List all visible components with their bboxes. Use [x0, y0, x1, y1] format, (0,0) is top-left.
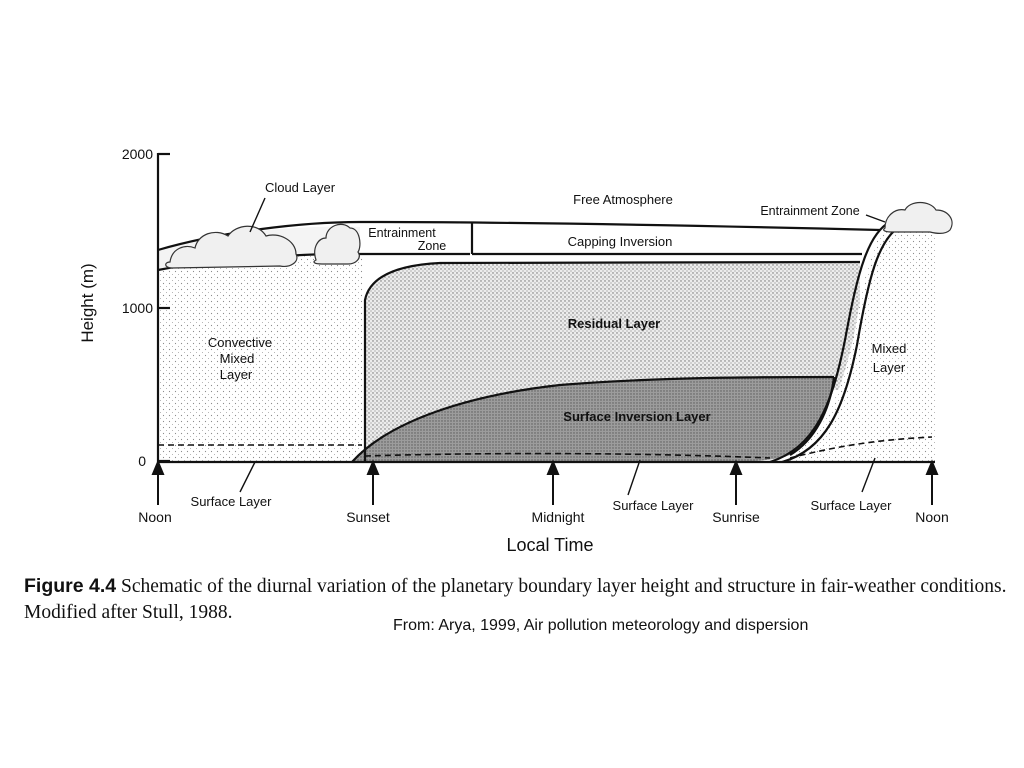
x-tick-label-noon-left: Noon	[138, 509, 171, 525]
label-mixed-1: Mixed	[872, 341, 907, 356]
arrow-sunrise	[729, 459, 743, 505]
x-tick-label-noon-right: Noon	[915, 509, 948, 525]
surface-inversion-top-line	[351, 375, 835, 463]
y-tick-label-2000: 2000	[122, 146, 153, 162]
residual-layer-region	[365, 262, 860, 462]
x-tick-label-midnight: Midnight	[532, 509, 585, 525]
y-axis-label: Height (m)	[78, 263, 97, 342]
cloud-2	[313, 223, 361, 265]
leader-surface-layer-right	[861, 457, 876, 493]
leader-cloud-layer	[249, 197, 266, 233]
figure-caption: Figure 4.4 Schematic of the diurnal vari…	[24, 573, 1009, 626]
y-tick-label-1000: 1000	[122, 300, 153, 316]
label-surface-layer-middle: Surface Layer	[613, 498, 695, 513]
arrow-noon-right	[925, 459, 939, 505]
convective-mixed-layer-region	[158, 254, 363, 462]
cloud-layer-clouds	[165, 201, 953, 269]
label-surface-layer-right: Surface Layer	[811, 498, 893, 513]
arrow-noon-left	[151, 459, 165, 505]
cloud-3	[883, 201, 953, 234]
x-tick-label-sunrise: Sunrise	[712, 509, 760, 525]
mixed-layer-rise-line-1	[769, 219, 894, 464]
surface-layer-dashed	[158, 436, 933, 459]
label-mixed-2: Layer	[873, 360, 906, 375]
x-axis-label: Local Time	[506, 535, 593, 555]
label-capping-inversion: Capping Inversion	[568, 234, 673, 249]
figure-source: From: Arya, 1999, Air pollution meteorol…	[393, 617, 809, 634]
label-convective-3: Layer	[220, 367, 253, 382]
label-free-atmosphere: Free Atmosphere	[573, 192, 673, 207]
leader-surface-layer-left	[239, 461, 256, 493]
x-tick-label-sunset: Sunset	[346, 509, 390, 525]
label-cloud-layer: Cloud Layer	[265, 180, 336, 195]
label-surface-layer-left: Surface Layer	[191, 494, 273, 509]
surface-inversion-layer-region	[352, 377, 834, 462]
surface-inversion-right-edge	[789, 376, 836, 456]
label-entrainment-zone-left-1: Entrainment	[368, 226, 436, 240]
figure-caption-text: Schematic of the diurnal variation of th…	[24, 576, 1007, 623]
leader-surface-layer-middle	[627, 459, 641, 496]
time-arrows	[151, 459, 939, 505]
label-leaders	[239, 197, 886, 496]
axes	[156, 152, 935, 464]
cloud-1	[165, 225, 298, 269]
y-tick-label-0: 0	[138, 453, 146, 469]
mixed-layer-rise-line-2	[781, 224, 903, 464]
label-entrainment-zone-right: Entrainment Zone	[760, 204, 859, 218]
leader-entrainment-right	[865, 214, 886, 223]
arrow-sunset	[366, 459, 380, 505]
label-residual-layer: Residual Layer	[568, 316, 661, 331]
surface-layer-right-dashed	[789, 436, 933, 459]
label-convective-1: Convective	[208, 335, 272, 350]
label-surface-inversion-layer: Surface Inversion Layer	[563, 409, 710, 424]
residual-layer-outline	[363, 260, 861, 462]
figure-caption-label: Figure 4.4	[24, 575, 117, 597]
arrow-midnight	[546, 459, 560, 505]
label-entrainment-zone-left-2: Zone	[418, 239, 447, 253]
label-convective-2: Mixed	[220, 351, 255, 366]
surface-layer-night-dashed	[364, 452, 771, 459]
